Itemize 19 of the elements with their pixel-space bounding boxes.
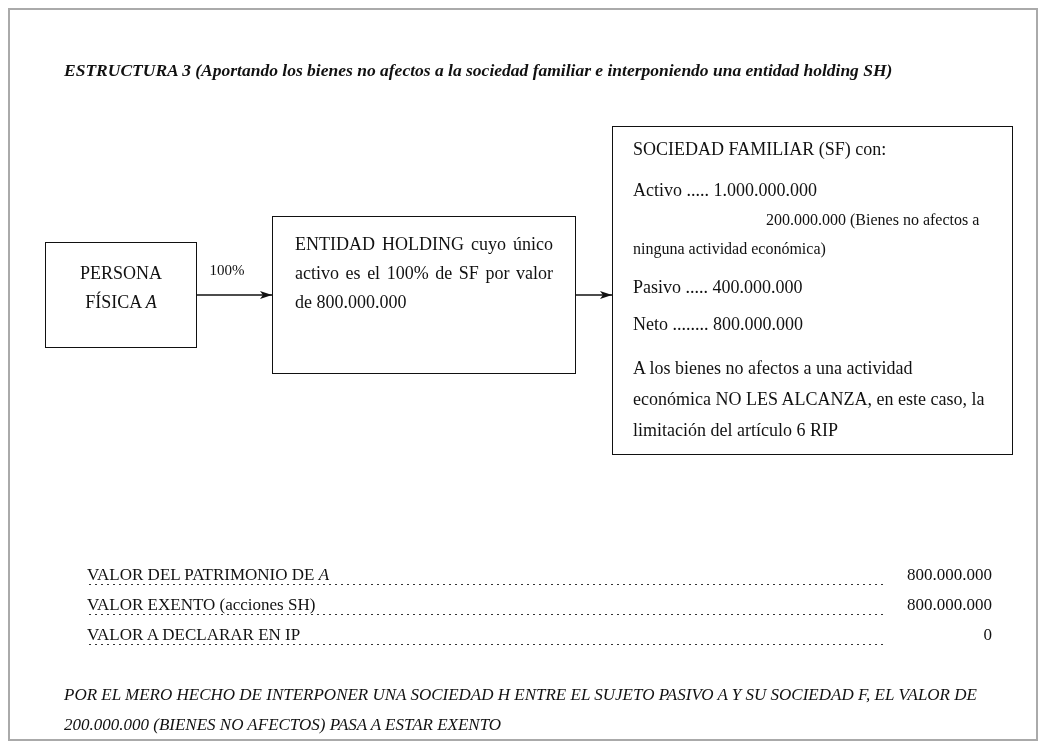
arrow <box>575 291 613 299</box>
row-value: 800.000.000 <box>906 565 992 585</box>
note: POR EL MERO HECHO DE INTERPONER UNA SOCIEDAD H ENTRE EL SUJETO PASIVO A Y SU SOCIEDAD F, EL VALOR DE 200.000.000 (BIENES NO AFECTOS) PASA A ESTAR EXENTO <box>64 684 978 736</box>
arrow <box>196 291 273 299</box>
box-text: ENTIDAD HOLDING cuyo único activo es el 100% de SF por valor de 800.000.000 <box>295 233 553 314</box>
box-text: Neto ........ 800.000.000 <box>633 313 804 336</box>
row-label: VALOR EXENTO (acciones SH) <box>87 595 884 615</box>
text-box <box>612 126 1013 455</box>
box-text: A los bienes no afectos a una actividad económica NO LES ALCANZA, en este caso, la limitación del artículo 6 RIP <box>633 357 986 442</box>
box-text: 200.000.000 (Bienes no afectos a ninguna actividad económica) <box>633 210 981 260</box>
text-box <box>272 216 576 374</box>
text-box <box>45 242 197 348</box>
box-text: SOCIEDAD FAMILIAR (SF) con: <box>633 138 888 161</box>
row-value: 0 <box>982 625 992 645</box>
row-value: 800.000.000 <box>906 595 992 615</box>
box-text: Activo ..... 1.000.000.000 <box>633 179 818 202</box>
title: ESTRUCTURA 3 (Aportando los bienes no afectos a la sociedad familiar e interponiendo una entidad holding SH) <box>64 59 894 82</box>
box-text: PERSONA FÍSICA A <box>79 262 163 314</box>
box-text: Pasivo ..... 400.000.000 <box>633 276 804 299</box>
